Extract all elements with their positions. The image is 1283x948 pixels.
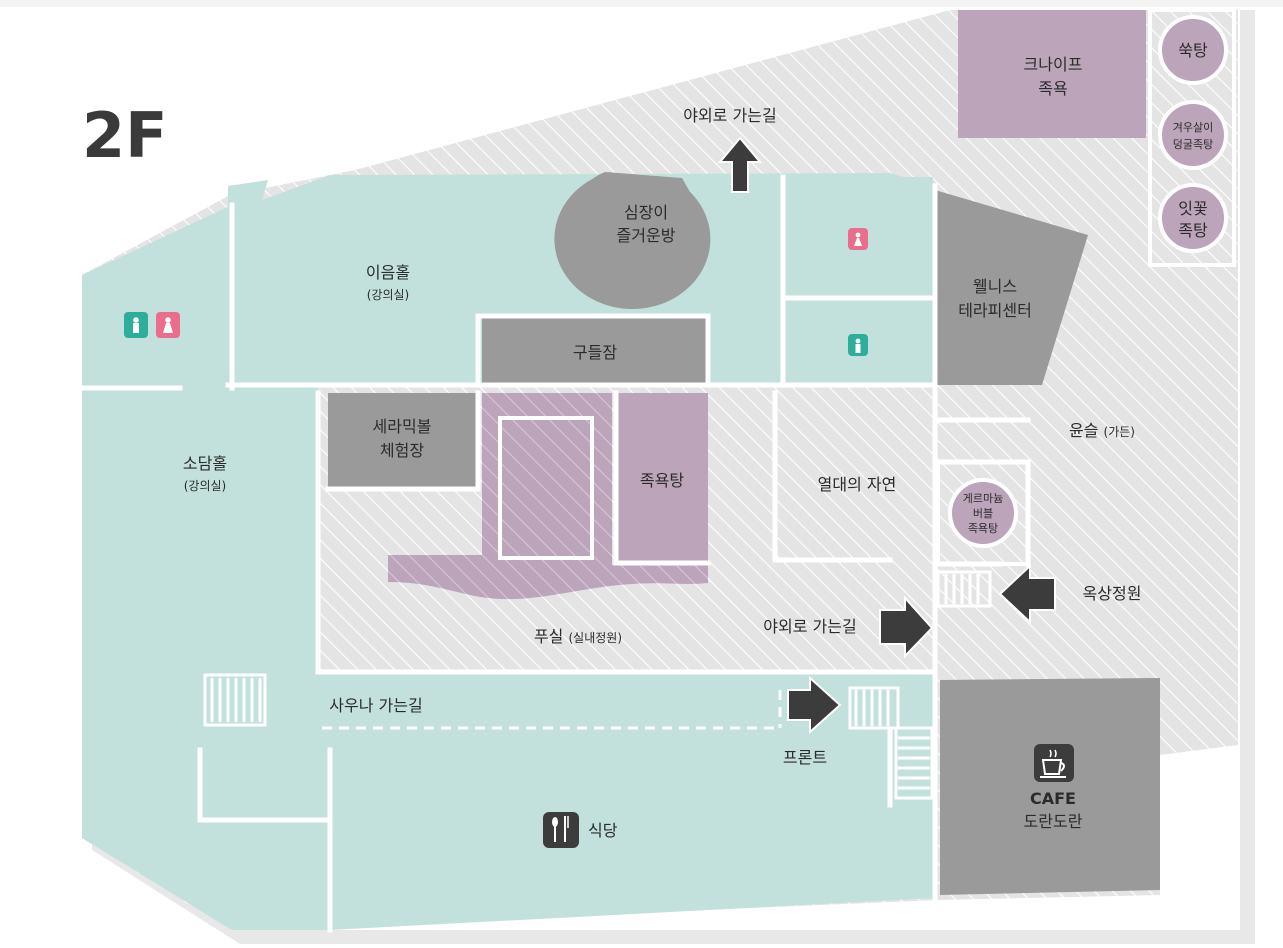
pusil-name: 푸실 (실내정원) [534, 627, 622, 646]
knipe-line2: 족욕 [1038, 79, 1067, 98]
stairs-left [203, 673, 267, 727]
sodam-hall-name: 소담홀 [183, 454, 227, 473]
simjang-line1: 심장이 [624, 203, 668, 222]
ieum-hall-sub: (강의실) [367, 288, 409, 302]
cafe-line2: 도란도란 [1024, 812, 1083, 831]
gudeuljam-name: 구들잠 [573, 343, 617, 362]
knipe-room [958, 10, 1146, 138]
lower-teal-area [232, 385, 935, 930]
wellness-room [935, 190, 1088, 385]
simjang-line2: 즐거운방 [617, 226, 676, 245]
rooftop-label: 옥상정원 [1083, 584, 1142, 603]
gyeousari-line1: 겨우살이 [1173, 121, 1213, 134]
walls [79, 174, 1031, 933]
gudeuljam-room [482, 316, 708, 386]
wellness-line2: 테라피센터 [958, 301, 1032, 320]
sauna-path-label: 사우나 가는길 [329, 696, 422, 715]
yunseul-name: 윤슬 (가든) [1069, 421, 1135, 440]
outdoor-top-label: 야외로 가는길 [683, 106, 776, 125]
knipe-line1: 크나이프 [1024, 55, 1083, 74]
stairs-rooftop [936, 570, 992, 608]
foot-bath-room [616, 393, 708, 563]
arrow-left-rooftop [998, 563, 1056, 625]
germanium-line3: 족욕탕 [968, 522, 998, 535]
ssuk-name: 쑥탕 [1178, 41, 1208, 60]
pool-zone [388, 393, 708, 600]
foot-bath-name: 족욕탕 [640, 471, 684, 490]
cafe-room [940, 678, 1160, 895]
tropical-name: 열대의 자연 [818, 475, 897, 494]
sodam-hall-sub: (강의실) [184, 479, 226, 493]
female-restroom-icon [848, 228, 868, 250]
male-restroom-icon [848, 334, 868, 356]
coffee-cup-icon [1034, 744, 1074, 782]
pusil-sub: (실내정원) [569, 631, 623, 645]
front-label: 프론트 [783, 748, 827, 767]
germanium-line2: 버블 [973, 507, 993, 520]
itkkot-line1: 잇꽃 [1178, 199, 1207, 218]
gyeousari-line2: 덩굴족탕 [1173, 138, 1213, 151]
stairs-front [848, 686, 934, 800]
restaurant-name: 식당 [588, 821, 618, 840]
arrow-up-outdoor [717, 136, 763, 193]
outdoor-mid-label: 야외로 가는길 [763, 617, 856, 636]
cafe-line1: CAFE [1030, 789, 1076, 808]
male-restroom-icon-left [124, 312, 148, 338]
ieum-hall-name: 이음홀 [366, 263, 410, 282]
gyeousari-bath [1158, 100, 1228, 170]
arrow-right-outdoor [879, 595, 934, 659]
restaurant-icon [543, 812, 579, 848]
ceramic-line1: 세라믹볼 [373, 417, 432, 436]
female-restroom-icon-left [156, 312, 180, 338]
wellness-line1: 웰니스 [973, 277, 1017, 296]
arrow-right-front [787, 675, 842, 735]
germanium-bath [948, 478, 1018, 548]
ceramic-line2: 체험장 [380, 441, 424, 460]
yunseul-name-text: 윤슬 [1069, 421, 1098, 440]
yunseul-sub: (가든) [1104, 425, 1135, 439]
ssuk-bath [1158, 15, 1228, 85]
germanium-line1: 게르마늄 [963, 492, 1003, 505]
ceramic-room [328, 393, 476, 489]
floor-label: 2F [82, 99, 168, 172]
pusil-name-text: 푸실 [534, 627, 563, 646]
itkkot-bath [1158, 183, 1228, 253]
itkkot-line2: 족탕 [1178, 221, 1208, 240]
